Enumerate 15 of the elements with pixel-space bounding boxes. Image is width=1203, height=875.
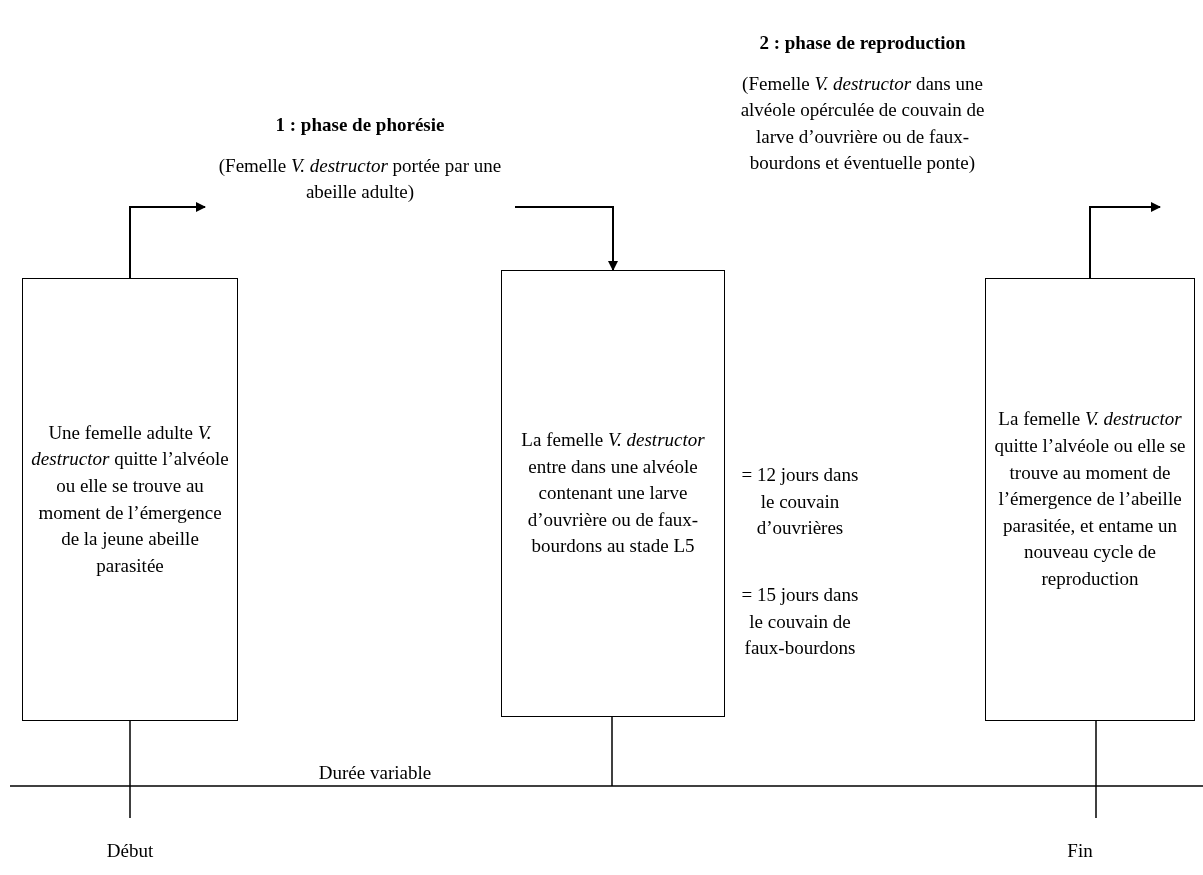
stage-box: La femelle V. destructor quitte l’alvéole ou elle se trouve au moment de l’émergence de l’abeille parasitée, et entame un nouveau cycle de reproduction bbox=[985, 278, 1195, 721]
phase-heading: 1 : phase de phorésie bbox=[274, 113, 446, 137]
stage-box: La femelle V. destructor entre dans une alvéole contenant une larve d’ouvrière ou de faux-bourdons au stade L5 bbox=[501, 270, 725, 717]
arrow bbox=[514, 206, 618, 271]
phase-description: (Femelle V. destructor portée par une abeille adulte) bbox=[217, 153, 503, 205]
arrow bbox=[129, 202, 206, 279]
phase-heading: 2 : phase de reproduction bbox=[758, 31, 967, 55]
phase-description: (Femelle V. destructor dans une alvéole opérculée de couvain de larve d’ouvrière ou de faux-bourdons et éventuelle ponte) bbox=[739, 71, 986, 176]
duration-label: Durée variable bbox=[317, 761, 433, 785]
stage-box: Une femelle adulte V. destructor quitte l’alvéole ou elle se trouve au moment de l’émergence de la jeune abeille parasitée bbox=[22, 278, 238, 721]
end-label: Fin bbox=[1066, 839, 1094, 863]
start-label: Début bbox=[105, 839, 155, 863]
arrow bbox=[1089, 202, 1161, 279]
duration-note: = 12 jours dans le couvain d’ouvrières bbox=[740, 463, 860, 541]
duration-note: = 15 jours dans le couvain de faux-bourdons bbox=[740, 583, 860, 661]
